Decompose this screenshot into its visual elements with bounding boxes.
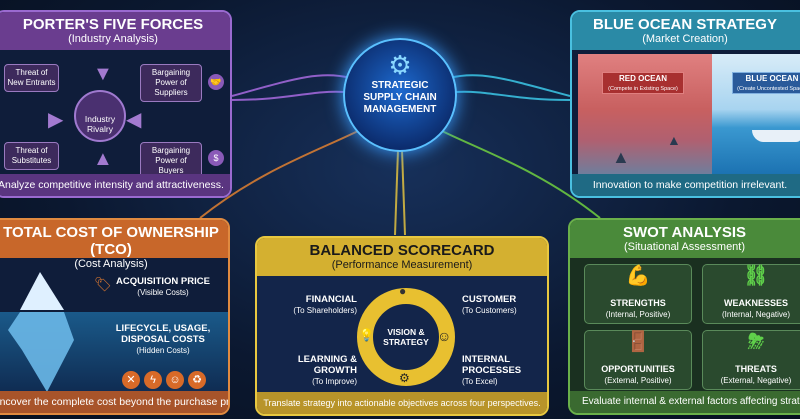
red-ocean-sublabel: (Compete in Existing Space) xyxy=(608,86,678,92)
swot-label: WEAKNESSES xyxy=(723,298,788,308)
scorecard-subtitle: (Performance Measurement) xyxy=(331,259,473,271)
blue-ocean-footer: Innovation to make competition irrelevan… xyxy=(572,174,800,196)
financial-sub: (To Shareholders) xyxy=(293,306,357,315)
arrow-down-icon: ▼ xyxy=(93,63,113,85)
swot-sub: (Internal, Negative) xyxy=(721,310,791,319)
learning-sub: (To Improve) xyxy=(312,377,357,386)
smiley-icon: ☺ xyxy=(437,328,452,344)
swot-weaknesses: ⛓ WEAKNESSES (Internal, Negative) xyxy=(702,264,800,324)
money-icon: $ xyxy=(208,150,224,166)
broken-chain-icon: ⛓ xyxy=(743,265,769,287)
blue-ocean-sign: BLUE OCEAN (Create Uncontested Space) xyxy=(732,72,800,94)
muscle-icon: 💪 xyxy=(625,265,651,287)
swot-sub: (Internal, Positive) xyxy=(605,310,671,319)
tco-footer: Uncover the complete cost beyond the pur… xyxy=(0,391,228,413)
swot-footer: Evaluate internal & external factors aff… xyxy=(570,391,800,413)
swot-subtitle: (Situational Assessment) xyxy=(623,241,746,253)
force-buyers: Bargaining Power of Buyers xyxy=(140,142,202,180)
tco-title: TOTAL COST OF OWNERSHIP (TCO) xyxy=(3,224,219,258)
porter-footer: Analyze competitive intensity and attrac… xyxy=(0,174,230,196)
swot-title: SWOT ANALYSIS xyxy=(622,224,747,241)
internal-processes: INTERNAL PROCESSES(To Excel) xyxy=(462,354,532,387)
central-hub: ⚙ STRATEGIC SUPPLY CHAIN MANAGEMENT xyxy=(343,38,457,152)
storm-cloud-icon: ⛈ xyxy=(748,331,764,353)
swot-label: OPPORTUNITIES xyxy=(601,364,675,374)
open-door-icon: 🚪 xyxy=(625,331,651,353)
porter-subtitle: (Industry Analysis) xyxy=(68,33,158,45)
scorecard-title: BALANCED SCORECARD xyxy=(309,242,495,259)
swot-threats: ⛈ THREATS (External, Negative) xyxy=(702,330,800,390)
red-ocean-sign: RED OCEAN (Compete in Existing Space) xyxy=(602,72,684,94)
swot-panel: SWOT ANALYSIS (Situational Assessment) 💪… xyxy=(568,218,800,415)
tools-icon: ✕ xyxy=(122,371,140,389)
porter-panel: PORTER'S FIVE FORCES (Industry Analysis)… xyxy=(0,10,232,198)
hidden-costs: LIFECYCLE, USAGE, DISPOSAL COSTS(Hidden … xyxy=(108,323,218,356)
swot-strengths: 💪 STRENGTHS (Internal, Positive) xyxy=(584,264,692,324)
recycle-icon: ♻ xyxy=(188,371,206,389)
acquisition-price-label: ACQUISITION PRICE xyxy=(116,276,210,287)
scorecard-panel: BALANCED SCORECARD (Performance Measurem… xyxy=(255,236,549,416)
learning-growth: LEARNING & GROWTH(To Improve) xyxy=(277,354,357,387)
acquisition-price-sub: (Visible Costs) xyxy=(137,288,189,297)
blue-ocean-subtitle: (Market Creation) xyxy=(642,33,728,45)
tco-subtitle: (Cost Analysis) xyxy=(74,258,148,270)
financial-label: FINANCIAL xyxy=(305,294,357,305)
boat-icon xyxy=(752,130,800,142)
vision-strategy: VISION & STRATEGY xyxy=(383,327,429,347)
scorecard-footer: Translate strategy into actionable objec… xyxy=(257,392,547,414)
arrow-left-icon: ◀ xyxy=(126,109,142,131)
center-title-line: STRATEGIC xyxy=(371,80,429,91)
industry-rivalry: Industry Rivalry xyxy=(74,90,126,142)
blue-ocean-sublabel: (Create Uncontested Space) xyxy=(737,86,800,92)
worker-icon: ☺ xyxy=(166,371,184,389)
arrow-right-icon: ▶ xyxy=(48,109,64,131)
blue-ocean-title: BLUE OCEAN STRATEGY xyxy=(593,16,777,33)
financial: FINANCIAL(To Shareholders) xyxy=(277,294,357,316)
porter-title: PORTER'S FIVE FORCES xyxy=(22,16,204,33)
blue-ocean-panel: BLUE OCEAN STRATEGY (Market Creation) RE… xyxy=(570,10,800,198)
swot-label: THREATS xyxy=(735,364,777,374)
shark-fin-icon: ▲ xyxy=(667,132,681,148)
swot-label: STRENGTHS xyxy=(610,298,666,308)
iceberg-icon xyxy=(8,272,74,392)
internal-sub: (To Excel) xyxy=(462,377,498,386)
swot-sub: (External, Negative) xyxy=(720,376,792,385)
hidden-costs-sub: (Hidden Costs) xyxy=(136,346,190,355)
customer-label: CUSTOMER xyxy=(462,294,517,305)
price-tag-icon: 🏷 xyxy=(94,276,112,292)
internal-label: INTERNAL PROCESSES xyxy=(462,354,522,376)
gear-icon: ⚙ xyxy=(388,50,412,80)
arrow-up-icon: ▲ xyxy=(93,148,113,170)
red-ocean-label: RED OCEAN xyxy=(618,74,667,83)
shark-fin-icon: ▲ xyxy=(612,147,630,167)
energy-icon: ϟ xyxy=(144,371,162,389)
coins-icon: ● xyxy=(399,284,407,298)
cost-icons: ✕ϟ☺♻ xyxy=(120,370,208,389)
lightbulb-icon: 💡 xyxy=(359,328,374,342)
force-new-entrants: Threat of New Entrants xyxy=(4,64,59,92)
industry-rivalry-label: Industry Rivalry xyxy=(84,114,116,134)
hidden-costs-label: LIFECYCLE, USAGE, DISPOSAL COSTS xyxy=(115,323,211,345)
customer: CUSTOMER(To Customers) xyxy=(462,294,542,316)
gear-clock-icon: ⚙ xyxy=(399,371,410,385)
force-suppliers: Bargaining Power of Suppliers xyxy=(140,64,202,102)
learning-label: LEARNING & GROWTH xyxy=(297,354,357,376)
handshake-icon: 🤝 xyxy=(208,74,224,90)
force-substitutes: Threat of Substitutes xyxy=(4,142,59,170)
swot-opportunities: 🚪 OPPORTUNITIES (External, Positive) xyxy=(584,330,692,390)
center-title-line: SUPPLY CHAIN xyxy=(363,92,437,103)
acquisition-price: ACQUISITION PRICE(Visible Costs) xyxy=(108,276,218,298)
tco-panel: TOTAL COST OF OWNERSHIP (TCO) (Cost Anal… xyxy=(0,218,230,415)
customer-sub: (To Customers) xyxy=(462,306,517,315)
swot-sub: (External, Positive) xyxy=(604,376,672,385)
blue-ocean-label: BLUE OCEAN xyxy=(745,74,799,83)
center-title-line: MANAGEMENT xyxy=(363,104,437,115)
